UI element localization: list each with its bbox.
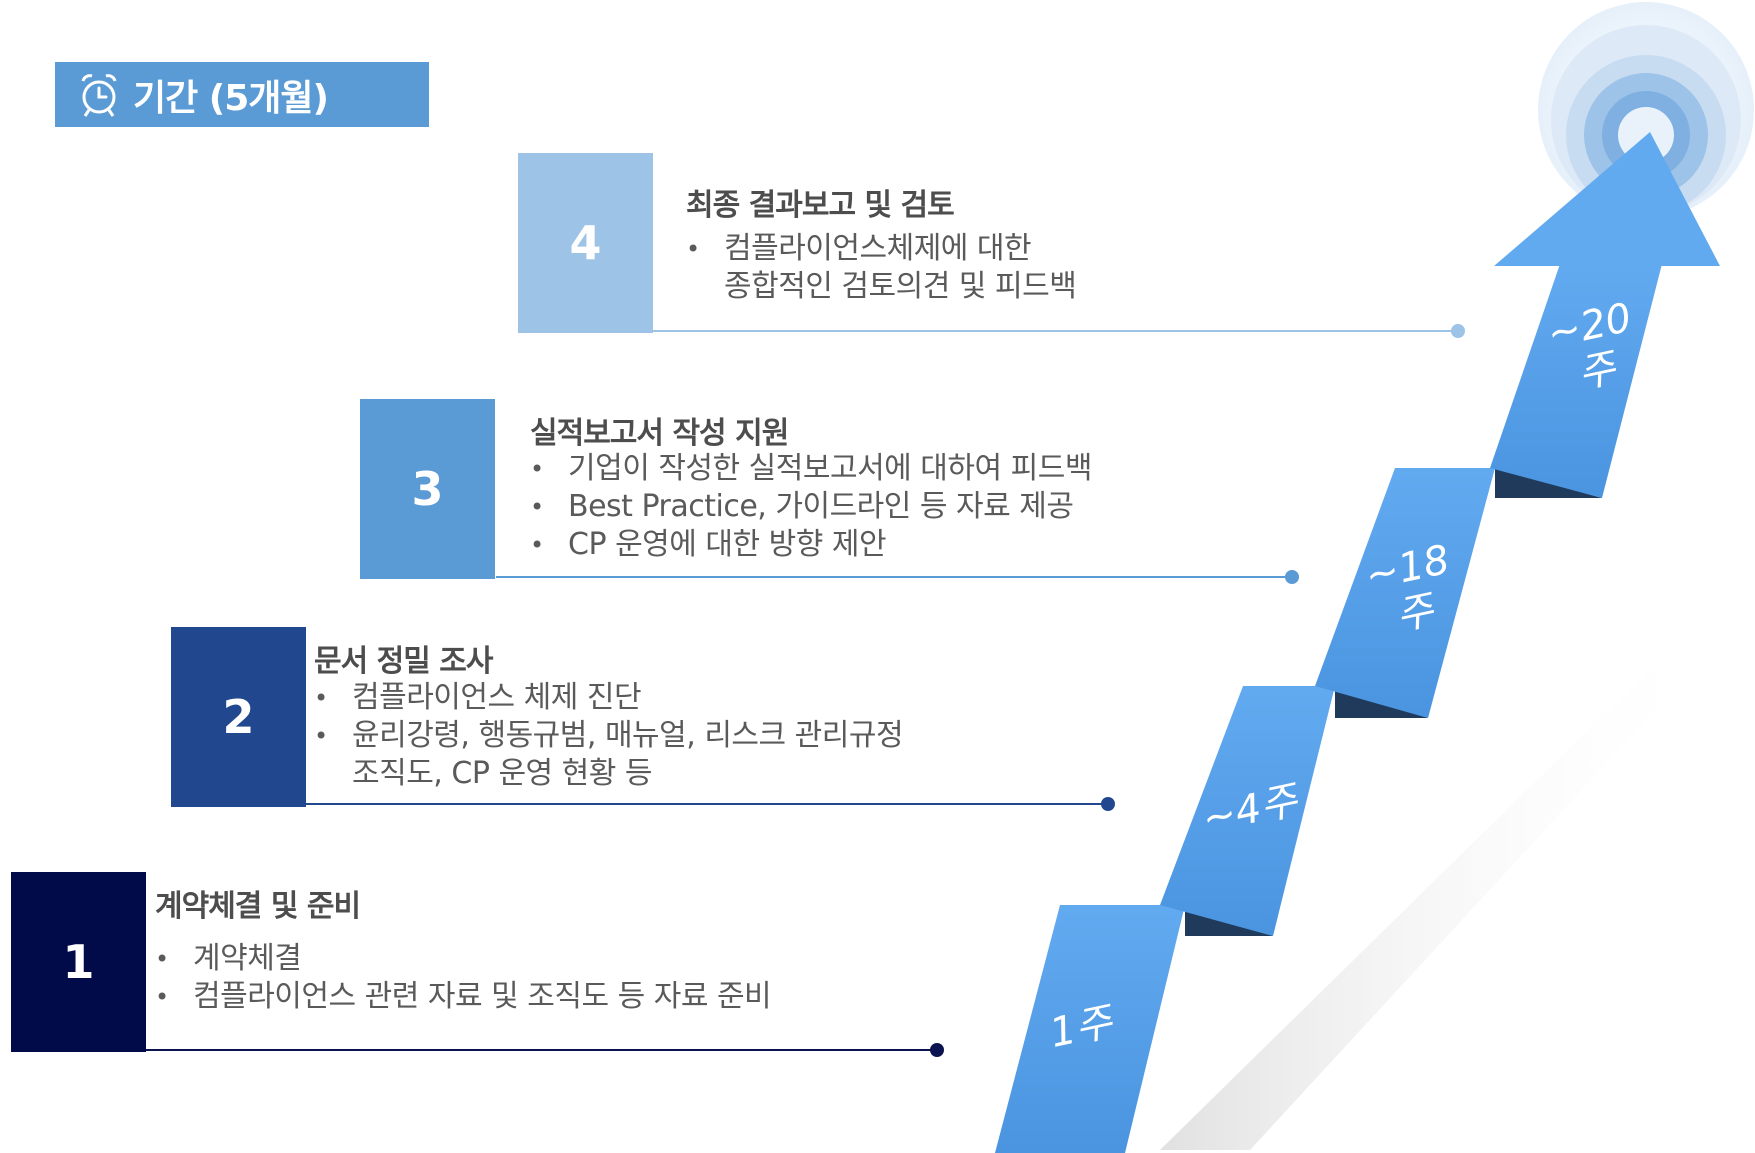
header-title: 기간 (5개월) bbox=[133, 77, 329, 119]
stage-2-title: 문서 정밀 조사 bbox=[314, 644, 493, 679]
alarm-clock-icon bbox=[79, 70, 119, 120]
arrow-segment-1 bbox=[995, 905, 1185, 1153]
arrow-segment-4 bbox=[1490, 264, 1662, 498]
stage-2-bullet: 윤리강령, 행동규범, 매뉴얼, 리스크 관리규정 bbox=[314, 717, 904, 755]
stage-2-bullet: 컴플라이언스 체제 진단 bbox=[314, 679, 903, 717]
stage-1-bullet: 계약체결 bbox=[155, 940, 771, 978]
stage-4-bullets: 컴플라이언스체제에 대한 종합적인 검토의견 및 피드백 bbox=[686, 230, 1077, 306]
stage-3-bullets: 기업이 작성한 실적보고서에 대하여 피드백 Best Practice, 가이… bbox=[530, 450, 1092, 564]
stage-4-bullet: 종합적인 검토의견 및 피드백 bbox=[724, 269, 1077, 304]
stage-2-bullets: 컴플라이언스 체제 진단 윤리강령, 행동규범, 매뉴얼, 리스크 관리규정 조… bbox=[314, 679, 904, 793]
duration-header: 기간 (5개월) bbox=[55, 62, 429, 127]
stage-1-title: 계약체결 및 준비 bbox=[155, 889, 361, 924]
stage-3-bullet: 기업이 작성한 실적보고서에 대하여 피드백 bbox=[530, 450, 1092, 488]
target-icon bbox=[1538, 2, 1754, 218]
stage-4-number: 4 bbox=[518, 153, 653, 333]
arrow-head bbox=[1494, 132, 1720, 266]
stage-3-number: 3 bbox=[360, 399, 495, 579]
stage-2-number: 2 bbox=[171, 627, 306, 807]
stage-3-bullet: Best Practice, 가이드라인 등 자료 제공 bbox=[530, 488, 1092, 526]
stage-4-bullet: 컴플라이언스체제에 대한 bbox=[686, 230, 1076, 268]
stage-1-bullets: 계약체결 컴플라이언스 관련 자료 및 조직도 등 자료 준비 bbox=[155, 940, 772, 1016]
stage-1-number: 1 bbox=[11, 872, 146, 1052]
stage-4-title: 최종 결과보고 및 검토 bbox=[686, 188, 955, 223]
stage-1-bullet: 컴플라이언스 관련 자료 및 조직도 등 자료 준비 bbox=[155, 978, 772, 1016]
stage-3-title: 실적보고서 작성 지원 bbox=[530, 416, 789, 451]
arrow-segment-3 bbox=[1315, 468, 1495, 718]
stage-2-bullet: 조직도, CP 운영 현황 등 bbox=[352, 756, 653, 791]
arrow-segment-2 bbox=[1160, 686, 1335, 936]
stage-3-bullet: CP 운영에 대한 방향 제안 bbox=[530, 526, 1092, 564]
